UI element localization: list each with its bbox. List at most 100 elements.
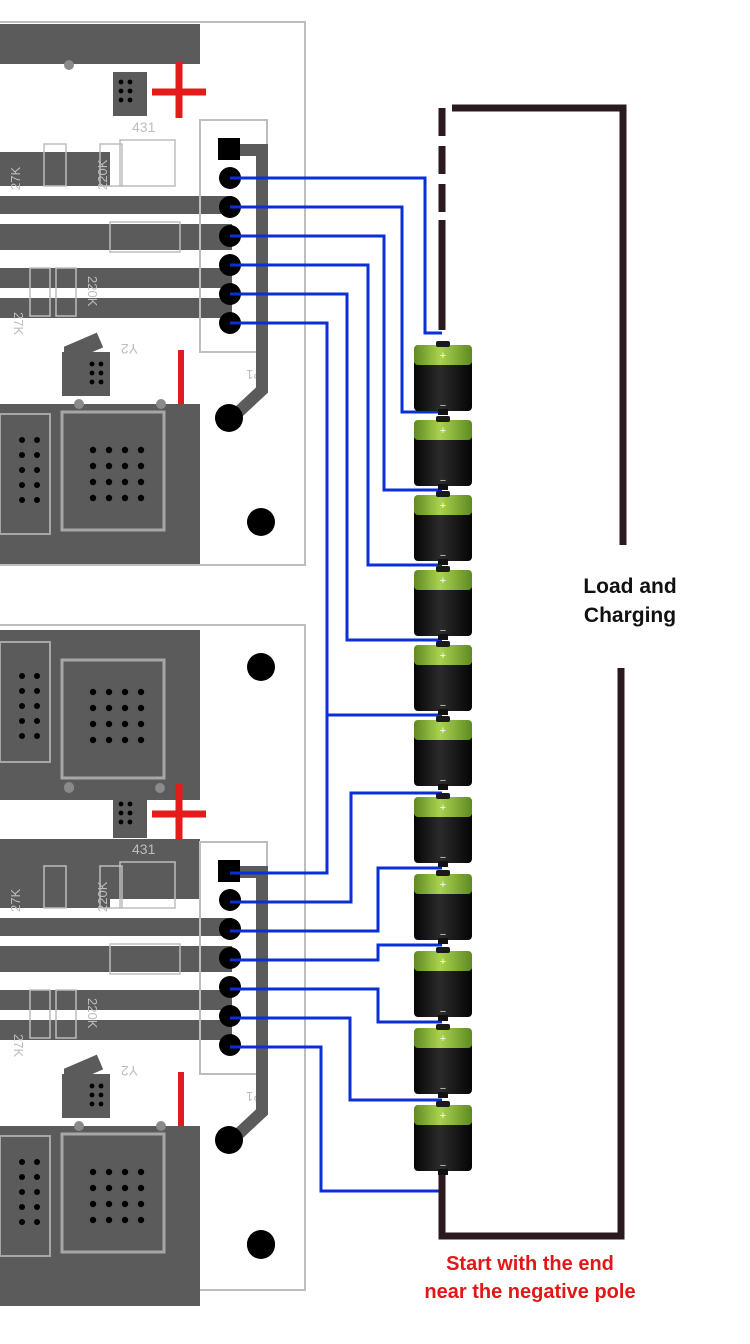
- battery-cap: [414, 495, 472, 515]
- chip-outline: [60, 410, 166, 532]
- via-dot: [34, 688, 40, 694]
- via-dot: [121, 478, 129, 486]
- via-dot: [89, 494, 97, 502]
- fiducial: [155, 783, 165, 793]
- ic-label: 431: [132, 119, 156, 135]
- battery-minus-mark: −: [440, 1160, 446, 1172]
- resistor-outline: [43, 865, 67, 909]
- mount-pad: [215, 1126, 243, 1154]
- via-dot: [105, 1216, 113, 1224]
- via-dot: [89, 1216, 97, 1224]
- via-dot: [137, 462, 145, 470]
- resistor-label: 27K: [11, 1034, 26, 1057]
- resistor-outline: [55, 267, 77, 317]
- copper-trace: [0, 152, 110, 186]
- copper-trace: [0, 298, 232, 318]
- via-dot: [19, 703, 25, 709]
- via-dot: [34, 1189, 40, 1195]
- via-dot: [137, 720, 145, 728]
- via-dot: [34, 1204, 40, 1210]
- via-dot: [19, 1219, 25, 1225]
- via-dot: [137, 736, 145, 744]
- battery-link: [438, 559, 448, 565]
- via-dot: [89, 1083, 95, 1089]
- via-dot: [137, 1184, 145, 1192]
- via-dot: [121, 736, 129, 744]
- battery-plus-mark: +: [440, 500, 446, 512]
- battery-cell: +−: [414, 491, 472, 565]
- note-line2: near the negative pole: [424, 1281, 636, 1303]
- battery-link: [438, 784, 448, 790]
- via-dot: [89, 1168, 97, 1176]
- via-dot: [137, 1168, 145, 1176]
- resistor-outline: [29, 989, 51, 1039]
- battery-body: [414, 1119, 472, 1171]
- fiducial: [74, 1121, 84, 1131]
- via-dot: [137, 446, 145, 454]
- battery-terminal: [436, 947, 450, 953]
- copper-trace: [227, 144, 268, 423]
- header-pad: [219, 1034, 241, 1056]
- copper-pad: [113, 72, 147, 116]
- via-dot: [137, 1216, 145, 1224]
- chip-outline: [60, 658, 166, 780]
- battery-body: [414, 965, 472, 1017]
- via-dot: [105, 688, 113, 696]
- mount-hole: [247, 1231, 275, 1259]
- via-dot: [127, 97, 133, 103]
- balance-wire: [230, 263, 442, 567]
- battery-plus-mark: +: [440, 575, 446, 587]
- via-dot: [89, 462, 97, 470]
- battery-minus-mark: −: [440, 1006, 446, 1018]
- battery-cap: [414, 1105, 472, 1125]
- via-dot: [34, 703, 40, 709]
- via-dot: [19, 688, 25, 694]
- battery-cell: +−: [414, 793, 472, 867]
- resistor-label: 220K: [85, 276, 100, 307]
- via-dot: [98, 1092, 104, 1098]
- via-dot: [105, 1168, 113, 1176]
- cap-outline: [109, 943, 181, 975]
- battery-cell: +−: [414, 1101, 472, 1175]
- via-dot: [19, 1189, 25, 1195]
- via-dot: [121, 1216, 129, 1224]
- fiducial: [74, 399, 84, 409]
- battery-minus-mark: −: [440, 550, 446, 562]
- battery-minus-mark: −: [440, 475, 446, 487]
- battery-terminal: [436, 1024, 450, 1030]
- load-label-line1: Load and: [583, 575, 677, 598]
- battery-terminal: [436, 341, 450, 347]
- battery-minus-mark: −: [440, 400, 446, 412]
- battery-minus-mark: −: [440, 700, 446, 712]
- via-dot: [127, 819, 133, 825]
- balance-wire: [230, 321, 329, 875]
- copper-pour: [0, 1126, 200, 1306]
- via-dot: [137, 704, 145, 712]
- battery-minus-mark: −: [440, 929, 446, 941]
- battery-body: [414, 584, 472, 636]
- resistor-label: 27K: [8, 167, 23, 190]
- via-dot: [105, 1200, 113, 1208]
- balance-wire: [230, 292, 442, 642]
- balance-wire: [230, 234, 442, 492]
- copper-pour: [0, 404, 200, 564]
- battery-plus-mark: +: [440, 725, 446, 737]
- via-dot: [127, 79, 133, 85]
- battery-cap: [414, 797, 472, 817]
- via-dot: [98, 370, 104, 376]
- via-dot: [89, 1101, 95, 1107]
- battery-terminal: [436, 870, 450, 876]
- via-dot: [89, 478, 97, 486]
- via-dot: [118, 88, 124, 94]
- via-dot: [34, 1159, 40, 1165]
- battery-body: [414, 811, 472, 863]
- battery-cell: +−: [414, 416, 472, 490]
- balance-wire: [230, 943, 442, 962]
- via-dot: [89, 361, 95, 367]
- ic-outline: [119, 861, 176, 909]
- balance-wire: [230, 205, 442, 414]
- via-dot: [19, 718, 25, 724]
- via-dot: [118, 97, 124, 103]
- battery-link: [438, 1169, 448, 1175]
